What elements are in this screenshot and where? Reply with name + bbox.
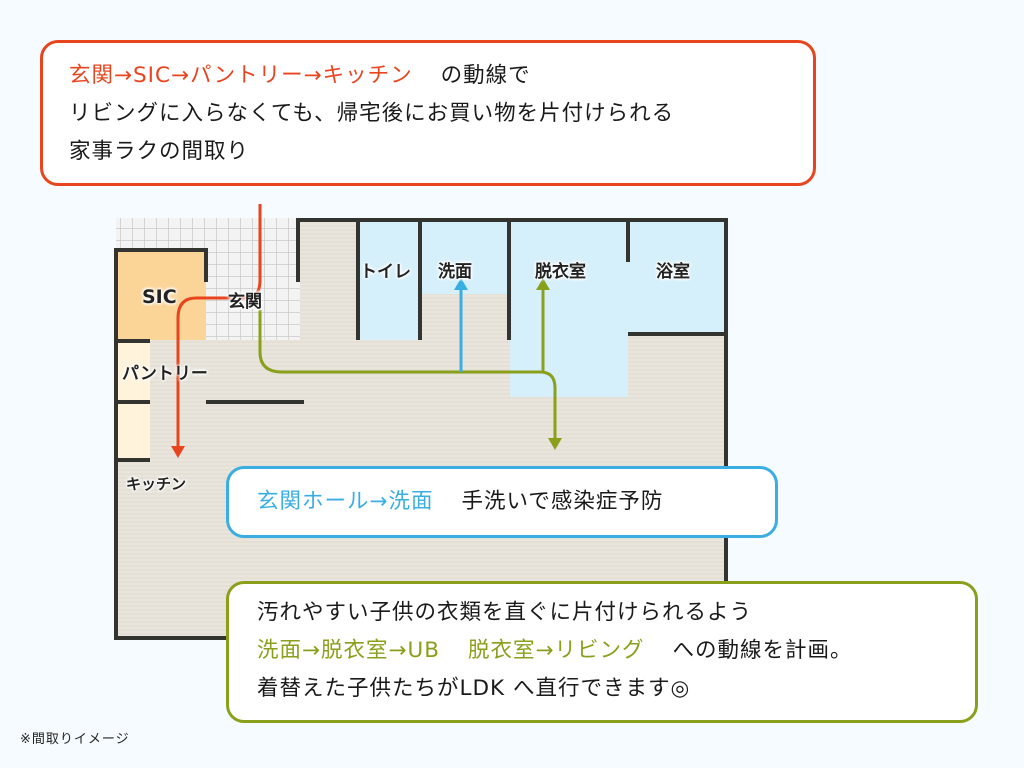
callout-middle-rest: 手洗いで感染症予防: [461, 489, 664, 514]
callout-top-line3: 家事ラクの間取り: [69, 139, 250, 164]
callout-bottom-line1: 汚れやすい子供の衣類を直ぐに片付けられるよう: [257, 600, 753, 625]
route-highlight-green-1: 洗面→脱衣室→UB: [257, 638, 441, 663]
toilet-room: [358, 222, 418, 340]
room-label-kitchen: キッチン: [126, 475, 187, 493]
bathroom-room: [628, 222, 724, 334]
route-highlight-green-2: 脱衣室→リビング: [468, 638, 645, 663]
callout-top: 玄関→SIC→パントリー→キッチン の動線で リビングに入らなくても、帰宅後にお買…: [40, 40, 816, 186]
floor-area-bottom: [116, 580, 236, 638]
arrow-blue-up: [454, 278, 468, 290]
route-orange: [176, 204, 262, 448]
floor-plan-note: ※間取りイメージ: [20, 732, 130, 747]
room-label-dressing: 脱衣室: [535, 262, 586, 282]
callout-bottom: 汚れやすい子供の衣類を直ぐに片付けられるよう 洗面→脱衣室→UB 脱衣室→リビング…: [226, 581, 978, 723]
callout-middle: 玄関ホール→洗面 手洗いで感染症予防: [226, 466, 778, 538]
route-highlight-orange: 玄関→SIC→パントリー→キッチン: [69, 63, 413, 88]
walls: [114, 218, 728, 640]
arrow-green-up: [536, 278, 550, 290]
arrow-orange-down: [171, 446, 185, 458]
callout-top-line2: リビングに入らなくても、帰宅後にお買い物を片付けられる: [69, 101, 675, 126]
callout-bottom-line3: 着替えた子供たちがLDK へ直行できます◎: [257, 676, 691, 701]
route-green: [258, 310, 557, 440]
route-highlight-blue: 玄関ホール→洗面: [257, 489, 434, 514]
room-label-washroom: 洗面: [438, 262, 472, 282]
callout-bottom-line2-rest: への動線を計画。: [672, 638, 853, 663]
callout-top-line1-rest: の動線で: [440, 63, 531, 88]
dressing-room: [510, 222, 628, 397]
room-label-sic: SIC: [142, 286, 177, 308]
room-label-bathroom: 浴室: [656, 262, 690, 282]
room-label-pantry: パントリー: [122, 364, 208, 384]
washroom-room: [420, 222, 508, 294]
room-label-entrance: 玄関: [228, 292, 262, 312]
sic-room: [118, 250, 206, 340]
arrow-green-down: [548, 438, 562, 450]
room-label-toilet: トイレ: [360, 262, 411, 282]
